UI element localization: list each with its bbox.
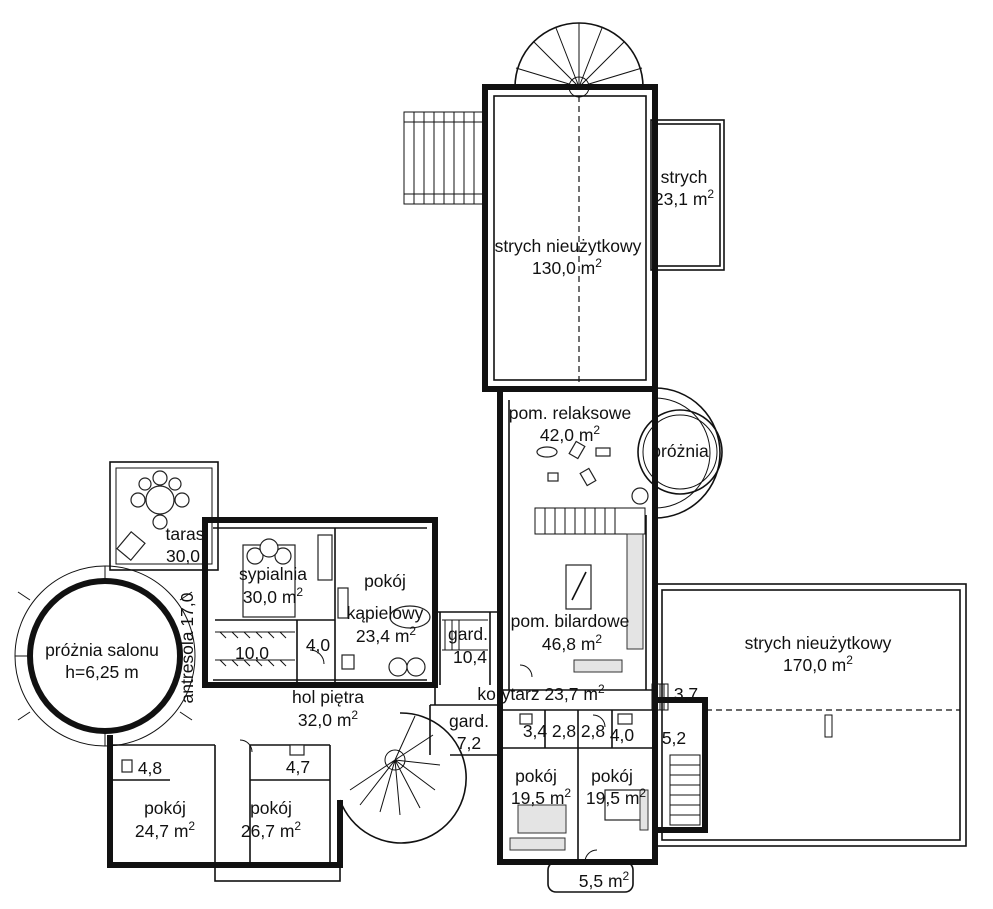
label-relaks-area: 42,0 m2 — [540, 423, 601, 445]
wall-stair-east — [655, 697, 708, 833]
wc-fixtures — [121, 713, 633, 773]
label-sypialnia-name: sypialnia — [239, 564, 307, 584]
label-prozna-top: próżnia — [651, 441, 709, 461]
pergola — [403, 111, 487, 205]
lounge-chairs — [536, 440, 649, 505]
label-strych-right-area: 170,0 m2 — [783, 653, 853, 675]
label-lazienka-name2: kąpielowy — [347, 603, 424, 623]
label-garderoba-10: 10,0 — [235, 643, 269, 663]
labels: strych nieużytkowy 130,0 m2 strych 23,1 … — [45, 167, 892, 891]
void-rotunda — [637, 409, 723, 495]
label-r48: 4,8 — [138, 758, 162, 778]
label-r40b: 4,0 — [610, 725, 635, 745]
label-lazienka-name1: pokój — [364, 571, 406, 591]
label-sypialnia-area: 30,0 m2 — [243, 585, 304, 607]
label-gard-lower-name: gard. — [449, 711, 489, 731]
wall-taras — [109, 461, 219, 571]
label-r28a: 2,8 — [552, 721, 576, 741]
stair-hall-spiral — [339, 712, 467, 844]
wall-attic-small — [654, 123, 721, 267]
label-pokoj-247-area: 24,7 m2 — [135, 819, 196, 841]
fixtures — [116, 96, 960, 863]
label-bilard-name: pom. bilardowe — [511, 611, 630, 631]
label-taras-area: 30,0 — [166, 546, 200, 566]
label-prozna-salonu-name: próżnia salonu — [45, 640, 159, 660]
relax-stair — [534, 507, 646, 535]
label-strych-top-area: 130,0 m2 — [532, 256, 602, 278]
east-stair — [651, 683, 701, 826]
label-r34: 3,4 — [523, 721, 548, 741]
bedroom-furniture — [215, 534, 333, 667]
label-gard-lower-area: 7,2 — [457, 733, 481, 753]
label-r55: 5,5 m2 — [579, 869, 630, 891]
label-r28b: 2,8 — [581, 721, 605, 741]
wall-balcony — [547, 861, 634, 893]
room-furniture — [509, 789, 649, 851]
label-pokoj-195b-area: 19,5 m2 — [586, 786, 647, 808]
label-strych-small-area: 23,1 m2 — [654, 187, 715, 209]
label-pokoj-247-name: pokój — [144, 798, 186, 818]
label-strych-right-name: strych nieużytkowy — [745, 633, 892, 653]
label-strych-top-name: strych nieużytkowy — [495, 236, 642, 256]
label-hol-area: 32,0 m2 — [298, 708, 359, 730]
rotunda-outer — [654, 387, 721, 519]
wall-relax-column — [497, 389, 658, 690]
label-korytarz: korytarz 23,7 m2 — [477, 682, 605, 704]
label-antresola: antresola 17,0 — [177, 592, 197, 703]
label-prozna-salonu-height: h=6,25 m — [65, 662, 138, 682]
label-pokoj-195b-name: pokój — [591, 766, 633, 786]
sofa-bilard — [626, 533, 644, 650]
label-r47: 4,7 — [286, 757, 310, 777]
round-elements — [14, 22, 723, 844]
label-pokoj-195a-area: 19,5 m2 — [511, 786, 572, 808]
label-lazienka-area: 23,4 m2 — [356, 624, 417, 646]
label-r37: 3,7 — [674, 684, 698, 704]
label-r52: 5,2 — [662, 728, 686, 748]
walls — [107, 84, 967, 893]
label-hol-name: hol piętra — [292, 687, 364, 707]
label-taras-name: taras — [166, 524, 205, 544]
label-pokoj-195a-name: pokój — [515, 766, 557, 786]
label-pokoj-267-name: pokój — [250, 798, 292, 818]
label-strych-small-name: strych — [661, 167, 708, 187]
label-pokoj-267-area: 26,7 m2 — [241, 819, 302, 841]
label-wc-40a: 4,0 — [306, 635, 331, 655]
bathroom-fixtures — [337, 587, 488, 677]
taras-table — [116, 470, 190, 562]
label-relaks-name: pom. relaksowe — [509, 403, 632, 423]
label-gard-upper-name: gard. — [448, 624, 488, 644]
label-bilard-area: 46,8 m2 — [542, 632, 603, 654]
label-gard-upper-area: 10,4 — [453, 647, 487, 667]
